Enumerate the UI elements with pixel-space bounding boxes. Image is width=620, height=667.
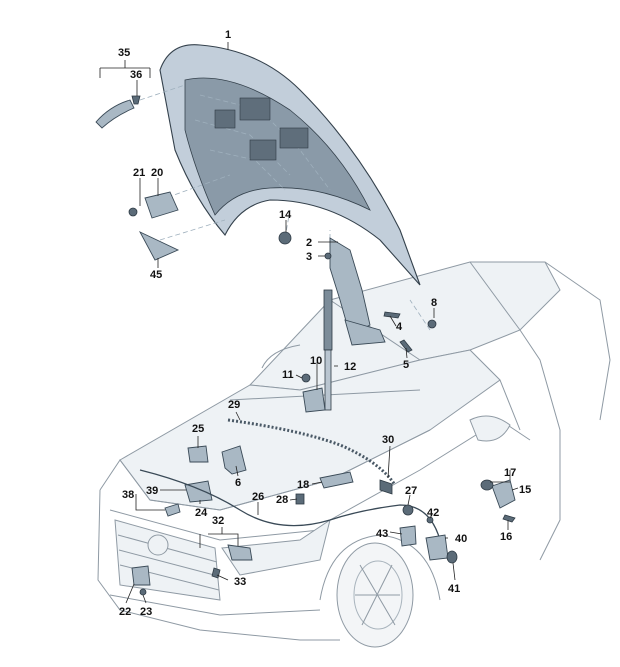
label-1: 1 (225, 29, 231, 41)
label-40: 40 (455, 533, 467, 545)
label-10: 10 (310, 355, 322, 367)
leader-lines (99, 42, 519, 604)
label-28: 28 (276, 494, 288, 506)
label-5: 5 (403, 359, 409, 371)
label-15: 15 (519, 484, 531, 496)
callout-labels: 1 2 3 4 5 6 8 10 11 12 14 15 16 17 18 20… (118, 29, 531, 618)
label-23: 23 (140, 606, 152, 618)
label-22: 22 (119, 606, 131, 618)
bonnet-part-1 (159, 44, 421, 286)
label-12: 12 (344, 361, 356, 373)
label-3: 3 (306, 251, 312, 263)
label-38: 38 (122, 489, 134, 501)
label-36: 36 (130, 69, 142, 81)
label-21: 21 (133, 167, 145, 179)
label-24: 24 (195, 507, 208, 519)
label-11: 11 (282, 369, 294, 381)
label-2: 2 (306, 237, 312, 249)
label-16: 16 (500, 531, 512, 543)
label-30: 30 (382, 434, 394, 446)
label-33: 33 (234, 576, 246, 588)
label-41: 41 (448, 583, 460, 595)
label-6: 6 (235, 477, 241, 489)
label-42: 42 (427, 507, 439, 519)
label-27: 27 (405, 485, 417, 497)
label-25: 25 (192, 423, 204, 435)
label-17: 17 (504, 467, 516, 479)
label-29: 29 (228, 399, 240, 411)
label-32: 32 (212, 515, 224, 527)
label-39: 39 (146, 485, 158, 497)
parts (95, 95, 516, 596)
label-14: 14 (279, 209, 292, 221)
label-20: 20 (151, 167, 163, 179)
label-43: 43 (376, 528, 388, 540)
label-45: 45 (150, 269, 162, 281)
label-8: 8 (431, 297, 437, 309)
label-26: 26 (252, 491, 264, 503)
label-35: 35 (118, 47, 130, 59)
label-4: 4 (396, 321, 403, 333)
label-18: 18 (297, 479, 309, 491)
